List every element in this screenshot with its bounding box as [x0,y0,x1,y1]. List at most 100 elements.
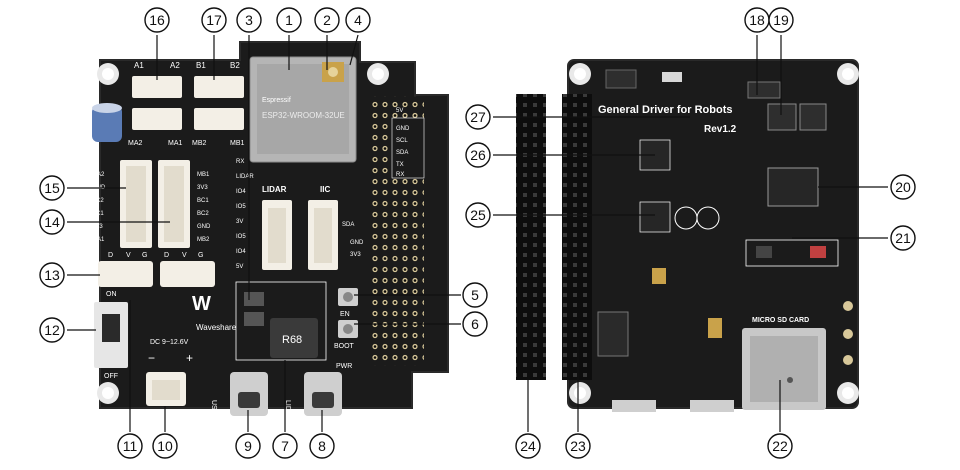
encoder-connector-left [120,160,152,248]
callout-9: 9 [235,433,261,459]
callout-8: 8 [309,433,335,459]
sd-card-slot: MICRO SD CARD [742,317,826,410]
svg-text:22: 22 [772,438,788,454]
board-title: General Driver for Robots [598,104,732,116]
label-on: ON [106,291,117,298]
svg-text:8: 8 [318,438,326,454]
svg-text:MB2: MB2 [197,237,210,243]
svg-text:V: V [182,252,187,259]
encoder-connector-right [158,160,190,248]
callout-4: 4 [345,7,371,33]
label-mb1: MB1 [230,140,245,147]
svg-text:EN: EN [340,311,350,318]
label-a1: A1 [134,61,144,70]
svg-text:15: 15 [44,180,60,196]
pin-header-inner [562,94,592,380]
svg-text:SCL: SCL [396,138,408,144]
usb-stub-1 [612,400,656,412]
callout-19: 19 [768,7,794,33]
label-iic: IIC [320,185,330,194]
svg-text:21: 21 [895,230,911,246]
svg-text:MB1: MB1 [197,172,210,178]
callout-3: 3 [236,7,262,33]
callout-6: 6 [462,311,488,337]
svg-text:3V3: 3V3 [92,224,103,230]
svg-text:27: 27 [470,109,486,125]
label-ma1: MA1 [168,140,183,147]
side-pads [843,301,853,365]
svg-text:W: W [192,293,211,315]
callout-14: 14 [39,209,65,235]
inductor-label: R68 [282,334,302,346]
usb-stub-2 [690,400,734,412]
servo-connectors: D V G D V G [98,252,215,287]
callout-1: 1 [276,7,302,33]
dcdc-section: R68 [235,281,327,361]
label-off: OFF [104,373,118,380]
callout-22: 22 [767,433,793,459]
svg-text:−: − [148,351,155,365]
svg-text:5V: 5V [396,108,403,114]
svg-text:23: 23 [570,438,586,454]
dc-input: DC 9~12.6V − + [146,339,193,406]
svg-text:G: G [142,252,147,259]
callouts: 16 17 3 1 2 4 15 14 13 12 5 6 11 10 9 7 … [39,7,916,459]
svg-text:BOOT: BOOT [334,343,355,350]
svg-text:TX: TX [396,162,404,168]
svg-text:20: 20 [895,179,911,195]
motor-connectors-b: B1 B2 MB2 MB1 [192,61,245,147]
callout-12: 12 [39,317,65,343]
svg-text:11: 11 [123,438,138,454]
mounting-holes-back [569,63,859,404]
svg-text:2: 2 [323,12,331,28]
esp32-module: Espressif ESP32-WROOM-32UE [249,56,357,163]
label-lidar: LIDAR [262,185,287,194]
callout-lines [67,34,888,432]
svg-text:USB: USB [210,400,217,415]
svg-text:1: 1 [285,12,293,28]
svg-text:IO4: IO4 [236,189,246,195]
svg-text:D: D [108,252,113,259]
module-model: ESP32-WROOM-32UE [262,111,345,120]
svg-text:IO4: IO4 [236,249,246,255]
en-button: EN [338,288,358,318]
label-dc: DC 9~12.6V [150,339,189,346]
chip-25 [639,201,671,233]
board-rev: Rev1.2 [704,124,737,135]
callout-17: 17 [201,7,227,33]
callout-5: 5 [462,282,488,308]
svg-text:GND: GND [396,126,410,132]
callout-21: 21 [890,225,916,251]
brand-text: Waveshare [196,323,237,332]
svg-text:V: V [126,252,131,259]
callout-24: 24 [515,433,541,459]
callout-20: 20 [890,174,916,200]
svg-text:LIDAR: LIDAR [236,174,254,180]
svg-text:IO5: IO5 [236,204,246,210]
svg-text:GND: GND [197,224,211,230]
label-b2: B2 [230,61,240,70]
region-21 [745,239,839,267]
svg-text:3V3: 3V3 [350,252,361,258]
callout-13: 13 [39,262,65,288]
iic-connector: IIC SDA GND 3V3 [308,185,364,270]
svg-text:IO5: IO5 [236,234,246,240]
svg-text:3V: 3V [236,219,243,225]
svg-text:AC2: AC2 [92,198,104,204]
module-brand: Espressif [262,97,291,104]
svg-text:7: 7 [281,438,289,454]
svg-text:+: + [186,351,193,365]
label-b1: B1 [196,61,206,70]
svg-text:4: 4 [354,12,362,28]
svg-text:RX: RX [236,159,244,165]
svg-text:5V: 5V [236,264,243,270]
pin-header-outer [516,94,546,380]
boot-button: BOOT [334,320,358,350]
callout-25: 25 [465,202,491,228]
svg-text:PWR: PWR [336,363,352,370]
svg-text:BC2: BC2 [197,211,209,217]
label-mb2: MB2 [192,140,207,147]
callout-27: 27 [465,104,491,130]
label-ma2: MA2 [128,140,143,147]
